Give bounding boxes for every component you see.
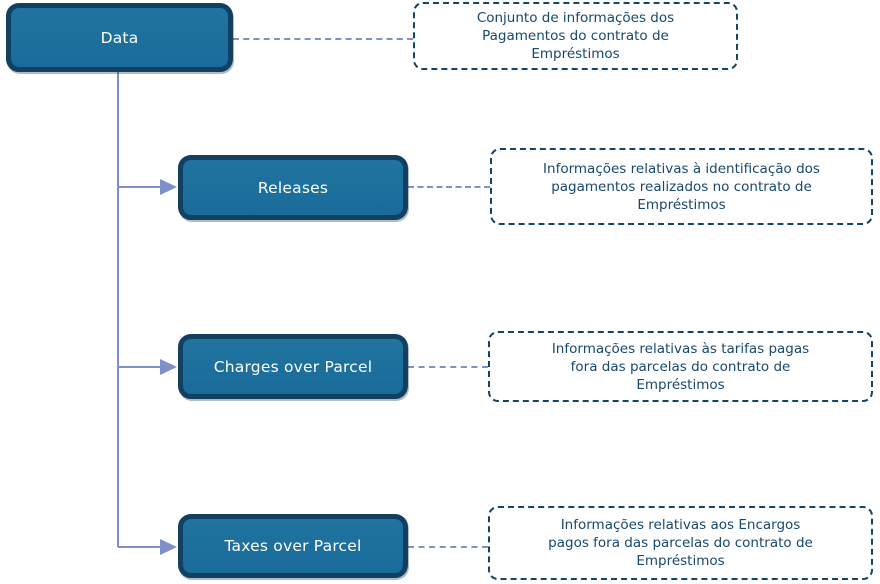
arrow-right-icon	[160, 539, 177, 555]
node-releases: Releases	[178, 155, 408, 220]
note-releases: Informações relativas à identificação do…	[490, 148, 873, 225]
note-connector-releases	[408, 186, 490, 188]
note-line: pagos fora das parcelas do contrato de	[548, 535, 813, 551]
node-label: Taxes over Parcel	[224, 537, 362, 555]
note-line: Pagamentos do contrato de	[482, 28, 669, 44]
note-line: Informações relativas aos Encargos	[560, 517, 801, 533]
note-line: pagamentos realizados no contrato de	[551, 178, 812, 195]
node-label: Charges over Parcel	[213, 357, 373, 376]
branch-connector-charges	[118, 366, 162, 368]
node-label: Releases	[257, 178, 329, 197]
note-connector-taxes	[408, 546, 488, 548]
note-connector-charges	[408, 366, 488, 368]
note-line: Empréstimos	[636, 376, 725, 393]
note-charges-over-parcel: Informações relativas às tarifas pagas f…	[488, 331, 873, 402]
note-line: Empréstimos	[636, 553, 725, 569]
note-line: Empréstimos	[637, 196, 726, 213]
node-taxes-over-parcel: Taxes over Parcel	[178, 514, 408, 578]
note-taxes-over-parcel: Informações relativas aos Encargos pagos…	[488, 506, 873, 580]
node-data: Data	[6, 3, 233, 72]
branch-connector-releases	[118, 186, 162, 188]
note-line: fora das parcelas do contrato de	[570, 358, 791, 375]
trunk-connector	[117, 72, 119, 547]
note-line: Informações relativas à identificação do…	[543, 160, 820, 177]
note-connector-data	[233, 38, 413, 40]
arrow-right-icon	[160, 359, 177, 375]
node-charges-over-parcel: Charges over Parcel	[178, 334, 408, 399]
note-data: Conjunto de informações dos Pagamentos d…	[413, 2, 738, 70]
branch-connector-taxes	[118, 546, 162, 548]
note-line: Informações relativas às tarifas pagas	[551, 340, 810, 357]
note-line: Conjunto de informações dos	[476, 10, 675, 26]
note-line: Empréstimos	[531, 46, 620, 62]
arrow-right-icon	[160, 179, 177, 195]
node-label: Data	[100, 28, 139, 47]
